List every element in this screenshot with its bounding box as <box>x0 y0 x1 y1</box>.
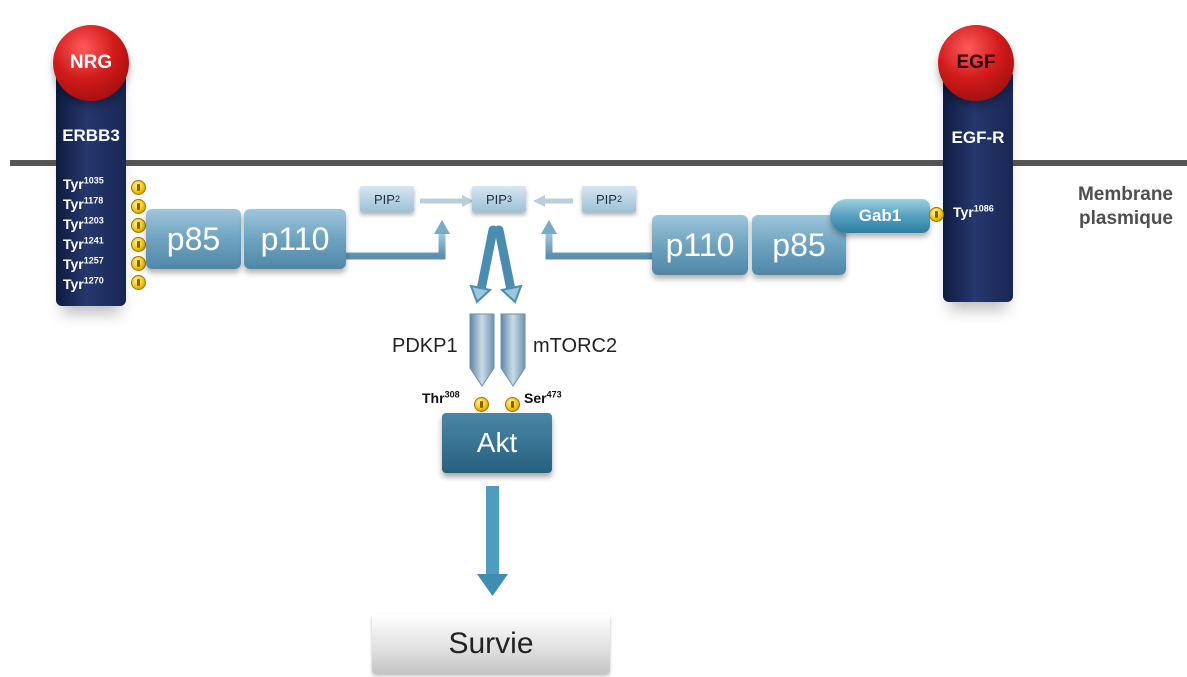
pip-subscript: 2 <box>394 194 400 204</box>
erbb3-site: Tyr1241 <box>63 234 104 254</box>
membrane-label: Membrane plasmique <box>1078 183 1173 231</box>
akt-to-survie-shaft <box>486 486 499 578</box>
pdkp1-chevron <box>469 313 495 387</box>
site-base: Tyr <box>63 196 84 212</box>
site-number: 1241 <box>83 235 104 246</box>
site-base: Tyr <box>953 204 974 220</box>
pip-subscript: 2 <box>616 194 622 204</box>
survie-label: Survie <box>448 627 534 660</box>
left-p110-label: p110 <box>260 220 330 257</box>
site-number: 1203 <box>83 215 104 226</box>
phosphate-icon <box>474 397 489 412</box>
right-p85-box: p85 <box>752 215 846 275</box>
erbb3-site: Tyr1270 <box>63 274 104 294</box>
phosphate-icon <box>131 256 146 271</box>
left-p85-label: p85 <box>166 220 221 257</box>
site-base: Tyr <box>63 216 84 232</box>
membrane-label-line1: Membrane <box>1077 184 1173 205</box>
erbb3-site: Tyr1035 <box>63 174 104 194</box>
site-base: Ser <box>524 390 547 406</box>
right-pi3k-connector <box>545 232 652 260</box>
survie-box: Survie <box>372 614 610 674</box>
phosphate-icon <box>131 275 146 290</box>
pip-base: PIP <box>486 191 507 207</box>
right-p85-label: p85 <box>772 226 826 263</box>
site-number: 1035 <box>83 175 104 186</box>
egfr-receptor: EGF-R Tyr1086 <box>943 70 1013 302</box>
phosphate-icon <box>131 199 146 214</box>
right-p110-label: p110 <box>665 226 735 263</box>
site-base: Tyr <box>63 256 84 272</box>
site-base: Tyr <box>63 236 84 252</box>
right-p110-box: p110 <box>652 215 748 275</box>
nrg-ligand-label: NRG <box>69 52 113 73</box>
pip-subscript: 3 <box>506 194 512 204</box>
erbb3-site-list: Tyr1035 Tyr1178 Tyr1203 Tyr1241 Tyr1257 … <box>63 174 104 294</box>
pip-base: PIP <box>596 191 617 207</box>
nrg-ligand: NRG <box>53 25 129 101</box>
left-p85-box: p85 <box>146 209 241 269</box>
akt-label: Akt <box>476 427 518 458</box>
left-pi3k-connector <box>346 232 446 260</box>
plasma-membrane-line <box>10 160 1187 166</box>
akt-to-survie-arrowhead <box>477 574 508 596</box>
site-number: 1086 <box>973 203 994 214</box>
site-base: Tyr <box>63 276 84 292</box>
egf-ligand: EGF <box>938 25 1014 101</box>
mtorc2-label: mTORC2 <box>533 335 618 357</box>
site-number: 308 <box>444 389 460 400</box>
site-base: Thr <box>422 390 445 406</box>
membrane-label-line2: plasmique <box>1079 208 1173 229</box>
gab1-label: Gab1 <box>858 206 902 225</box>
mtorc2-chevron <box>500 313 526 387</box>
erbb3-site: Tyr1178 <box>63 194 104 214</box>
akt-site-thr: Thr308 <box>422 390 460 406</box>
egfr-site: Tyr1086 <box>953 202 994 222</box>
erbb3-receptor: ERBB3 Tyr1035 Tyr1178 Tyr1203 Tyr1241 Ty… <box>56 70 126 306</box>
left-connector-arrowhead <box>434 220 450 234</box>
pip3-to-mtorc2-arrow <box>494 225 516 295</box>
site-number: 473 <box>546 389 562 400</box>
phosphate-icon <box>929 207 944 222</box>
pdkp1-label: PDKP1 <box>392 335 458 357</box>
erbb3-label: ERBB3 <box>62 126 120 145</box>
pip3-to-pdkp1-arrow <box>476 225 498 295</box>
akt-site-ser: Ser473 <box>524 390 562 406</box>
akt-box: Akt <box>442 413 552 473</box>
site-base: Tyr <box>63 176 84 192</box>
egf-ligand-label: EGF <box>956 52 996 73</box>
right-connector-arrowhead <box>541 220 557 234</box>
egfr-label: EGF-R <box>951 128 1005 147</box>
site-number: 1257 <box>83 255 104 266</box>
erbb3-site: Tyr1203 <box>63 214 104 234</box>
phosphate-icon <box>131 218 146 233</box>
gab1-adaptor: Gab1 <box>830 199 930 233</box>
site-number: 1270 <box>83 275 104 286</box>
site-number: 1178 <box>83 195 104 206</box>
phosphate-icon <box>131 237 146 252</box>
pip-base: PIP <box>374 191 395 207</box>
left-p110-box: p110 <box>244 209 346 269</box>
erbb3-site: Tyr1257 <box>63 254 104 274</box>
phosphate-icon <box>505 397 520 412</box>
phosphate-icon <box>131 180 146 195</box>
